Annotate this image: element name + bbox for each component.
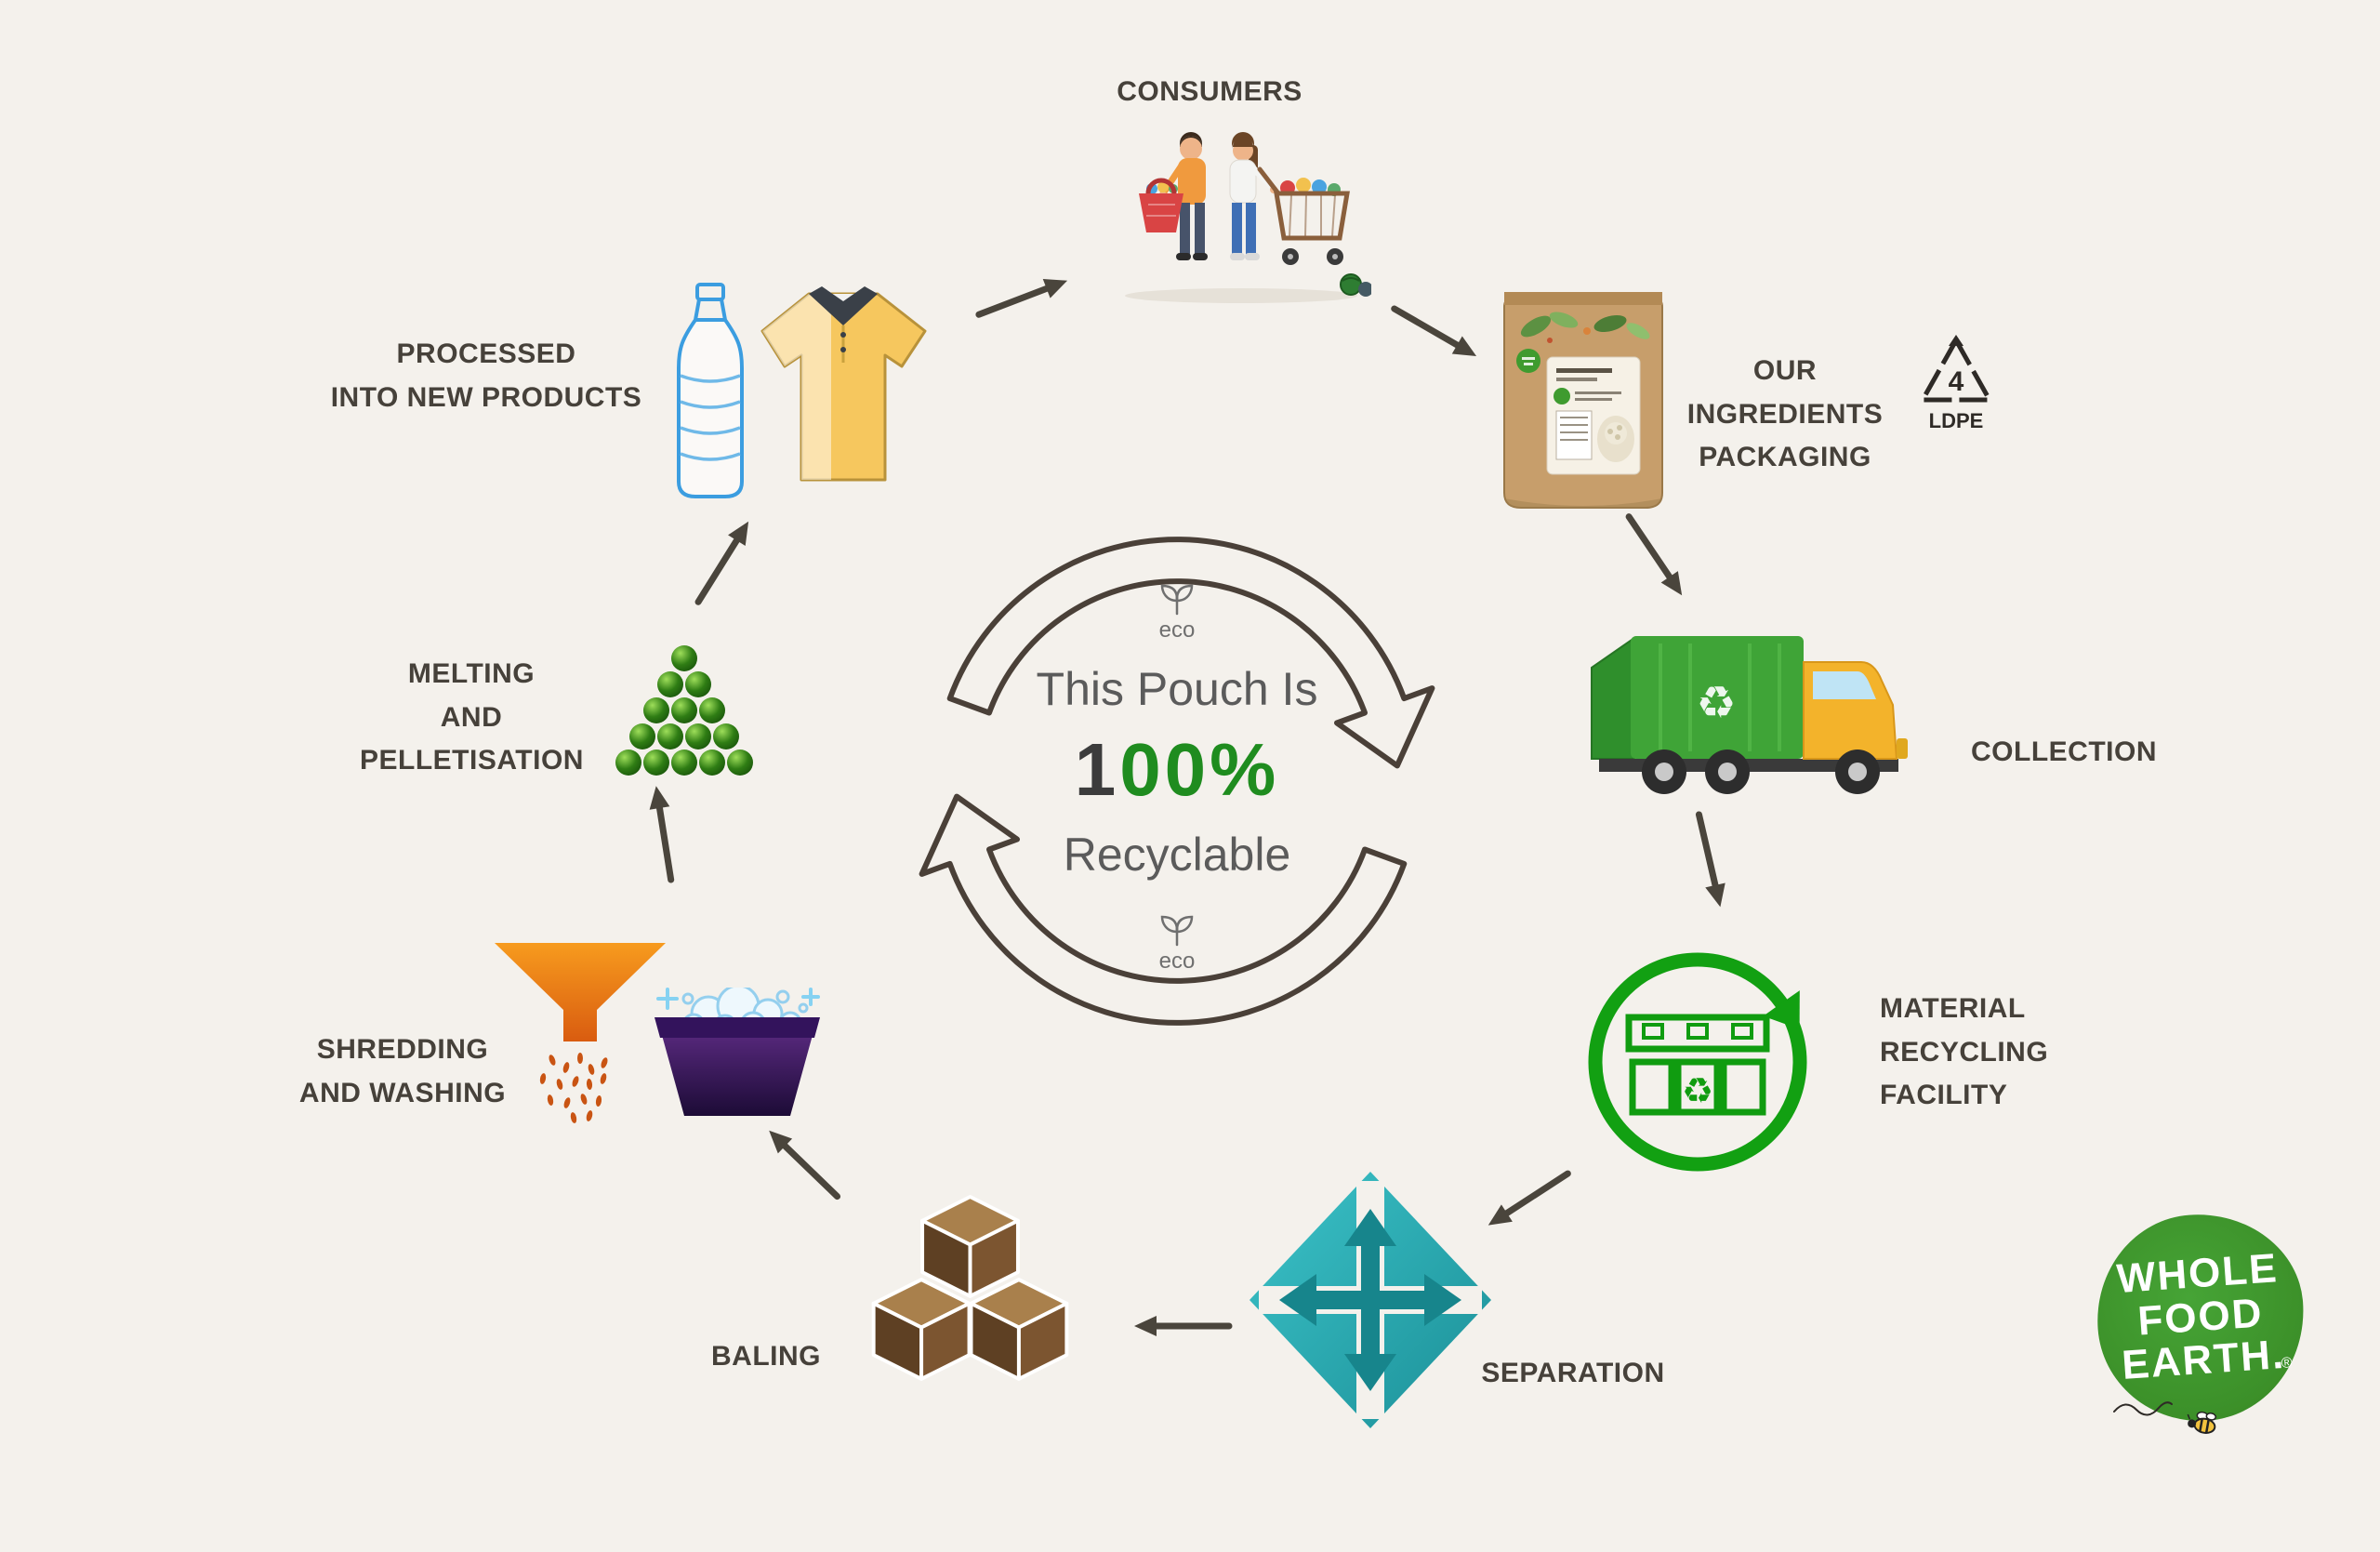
- label-packaging: OUR INGREDIENTS PACKAGING: [1686, 355, 1884, 472]
- eco-badge-bottom: eco: [1130, 913, 1223, 975]
- logo-flourish: [2113, 1401, 2173, 1416]
- label-consumers: CONSUMERS: [1117, 76, 1302, 107]
- mrf-recycle-icon: ♻: [1682, 1072, 1713, 1111]
- cycle-ring-icon: [919, 537, 1435, 1026]
- label-separation: SEPARATION: [1481, 1358, 1665, 1388]
- arrow-melting-to-processed: [694, 521, 749, 605]
- label-mrf: MATERIAL RECYCLING FACILITY: [1880, 993, 2049, 1110]
- shredder-funnel-icon: [495, 943, 666, 1123]
- arrow-processed-to-consumers: [975, 279, 1068, 318]
- label-shredding: SHREDDING AND WASHING: [298, 1034, 507, 1108]
- center-line1: This Pouch Is: [1036, 663, 1318, 715]
- label-processed: PROCESSED INTO NEW PRODUCTS: [330, 338, 642, 413]
- arrow-shredding-to-melting: [649, 786, 675, 883]
- percent-sign: %: [1210, 728, 1280, 811]
- arrow-consumers-to-packaging: [1391, 305, 1477, 356]
- polo-shirt-icon: [760, 286, 927, 482]
- bee-icon: [2187, 1411, 2216, 1434]
- percent-zeros: 00: [1119, 728, 1210, 811]
- truck-recycle-icon: ♻: [1696, 679, 1736, 728]
- collection-truck-icon: ♻: [1591, 636, 1908, 794]
- washing-basin-icon: [654, 988, 820, 1116]
- registered-mark: ®: [2281, 1355, 2295, 1373]
- percent-digit-one: 1: [1074, 728, 1120, 811]
- arrow-collection-to-mrf: [1695, 811, 1726, 908]
- eco-label: eco: [1158, 948, 1196, 974]
- material-recycling-facility-icon: ♻: [1588, 952, 1807, 1172]
- ldpe-recycling-code-icon: 4 LDPE: [1920, 335, 1992, 432]
- arrow-packaging-to-collection: [1625, 513, 1683, 596]
- logo-line3: EARTH.: [2120, 1332, 2287, 1389]
- eco-leaf-icon: [1160, 915, 1194, 947]
- consumers-shoppers-icon: [1125, 132, 1371, 303]
- label-melting: MELTING AND PELLETISATION: [360, 658, 584, 776]
- water-bottle-icon: [677, 283, 744, 498]
- separation-icon: [1250, 1172, 1491, 1428]
- arrow-mrf-to-separation: [1488, 1170, 1571, 1226]
- label-collection: COLLECTION: [1971, 736, 2157, 767]
- eco-label: eco: [1158, 617, 1196, 643]
- arrow-separation-to-baling: [1134, 1316, 1233, 1336]
- ldpe-code: LDPE: [1929, 409, 1984, 432]
- center-percentage: 100%: [898, 733, 1456, 807]
- ldpe-number: 4: [1949, 366, 1964, 397]
- eco-leaf-icon: [1160, 584, 1194, 616]
- center-line2: Recyclable: [1063, 829, 1291, 881]
- ingredient-pouch-icon: [1503, 292, 1663, 509]
- label-baling: BALING: [711, 1341, 821, 1372]
- arrow-baling-to-shredding: [769, 1130, 841, 1200]
- eco-badge-top: eco: [1130, 582, 1223, 643]
- pellets-pyramid-icon: [615, 645, 753, 776]
- baling-cubes-icon: [871, 1195, 1069, 1381]
